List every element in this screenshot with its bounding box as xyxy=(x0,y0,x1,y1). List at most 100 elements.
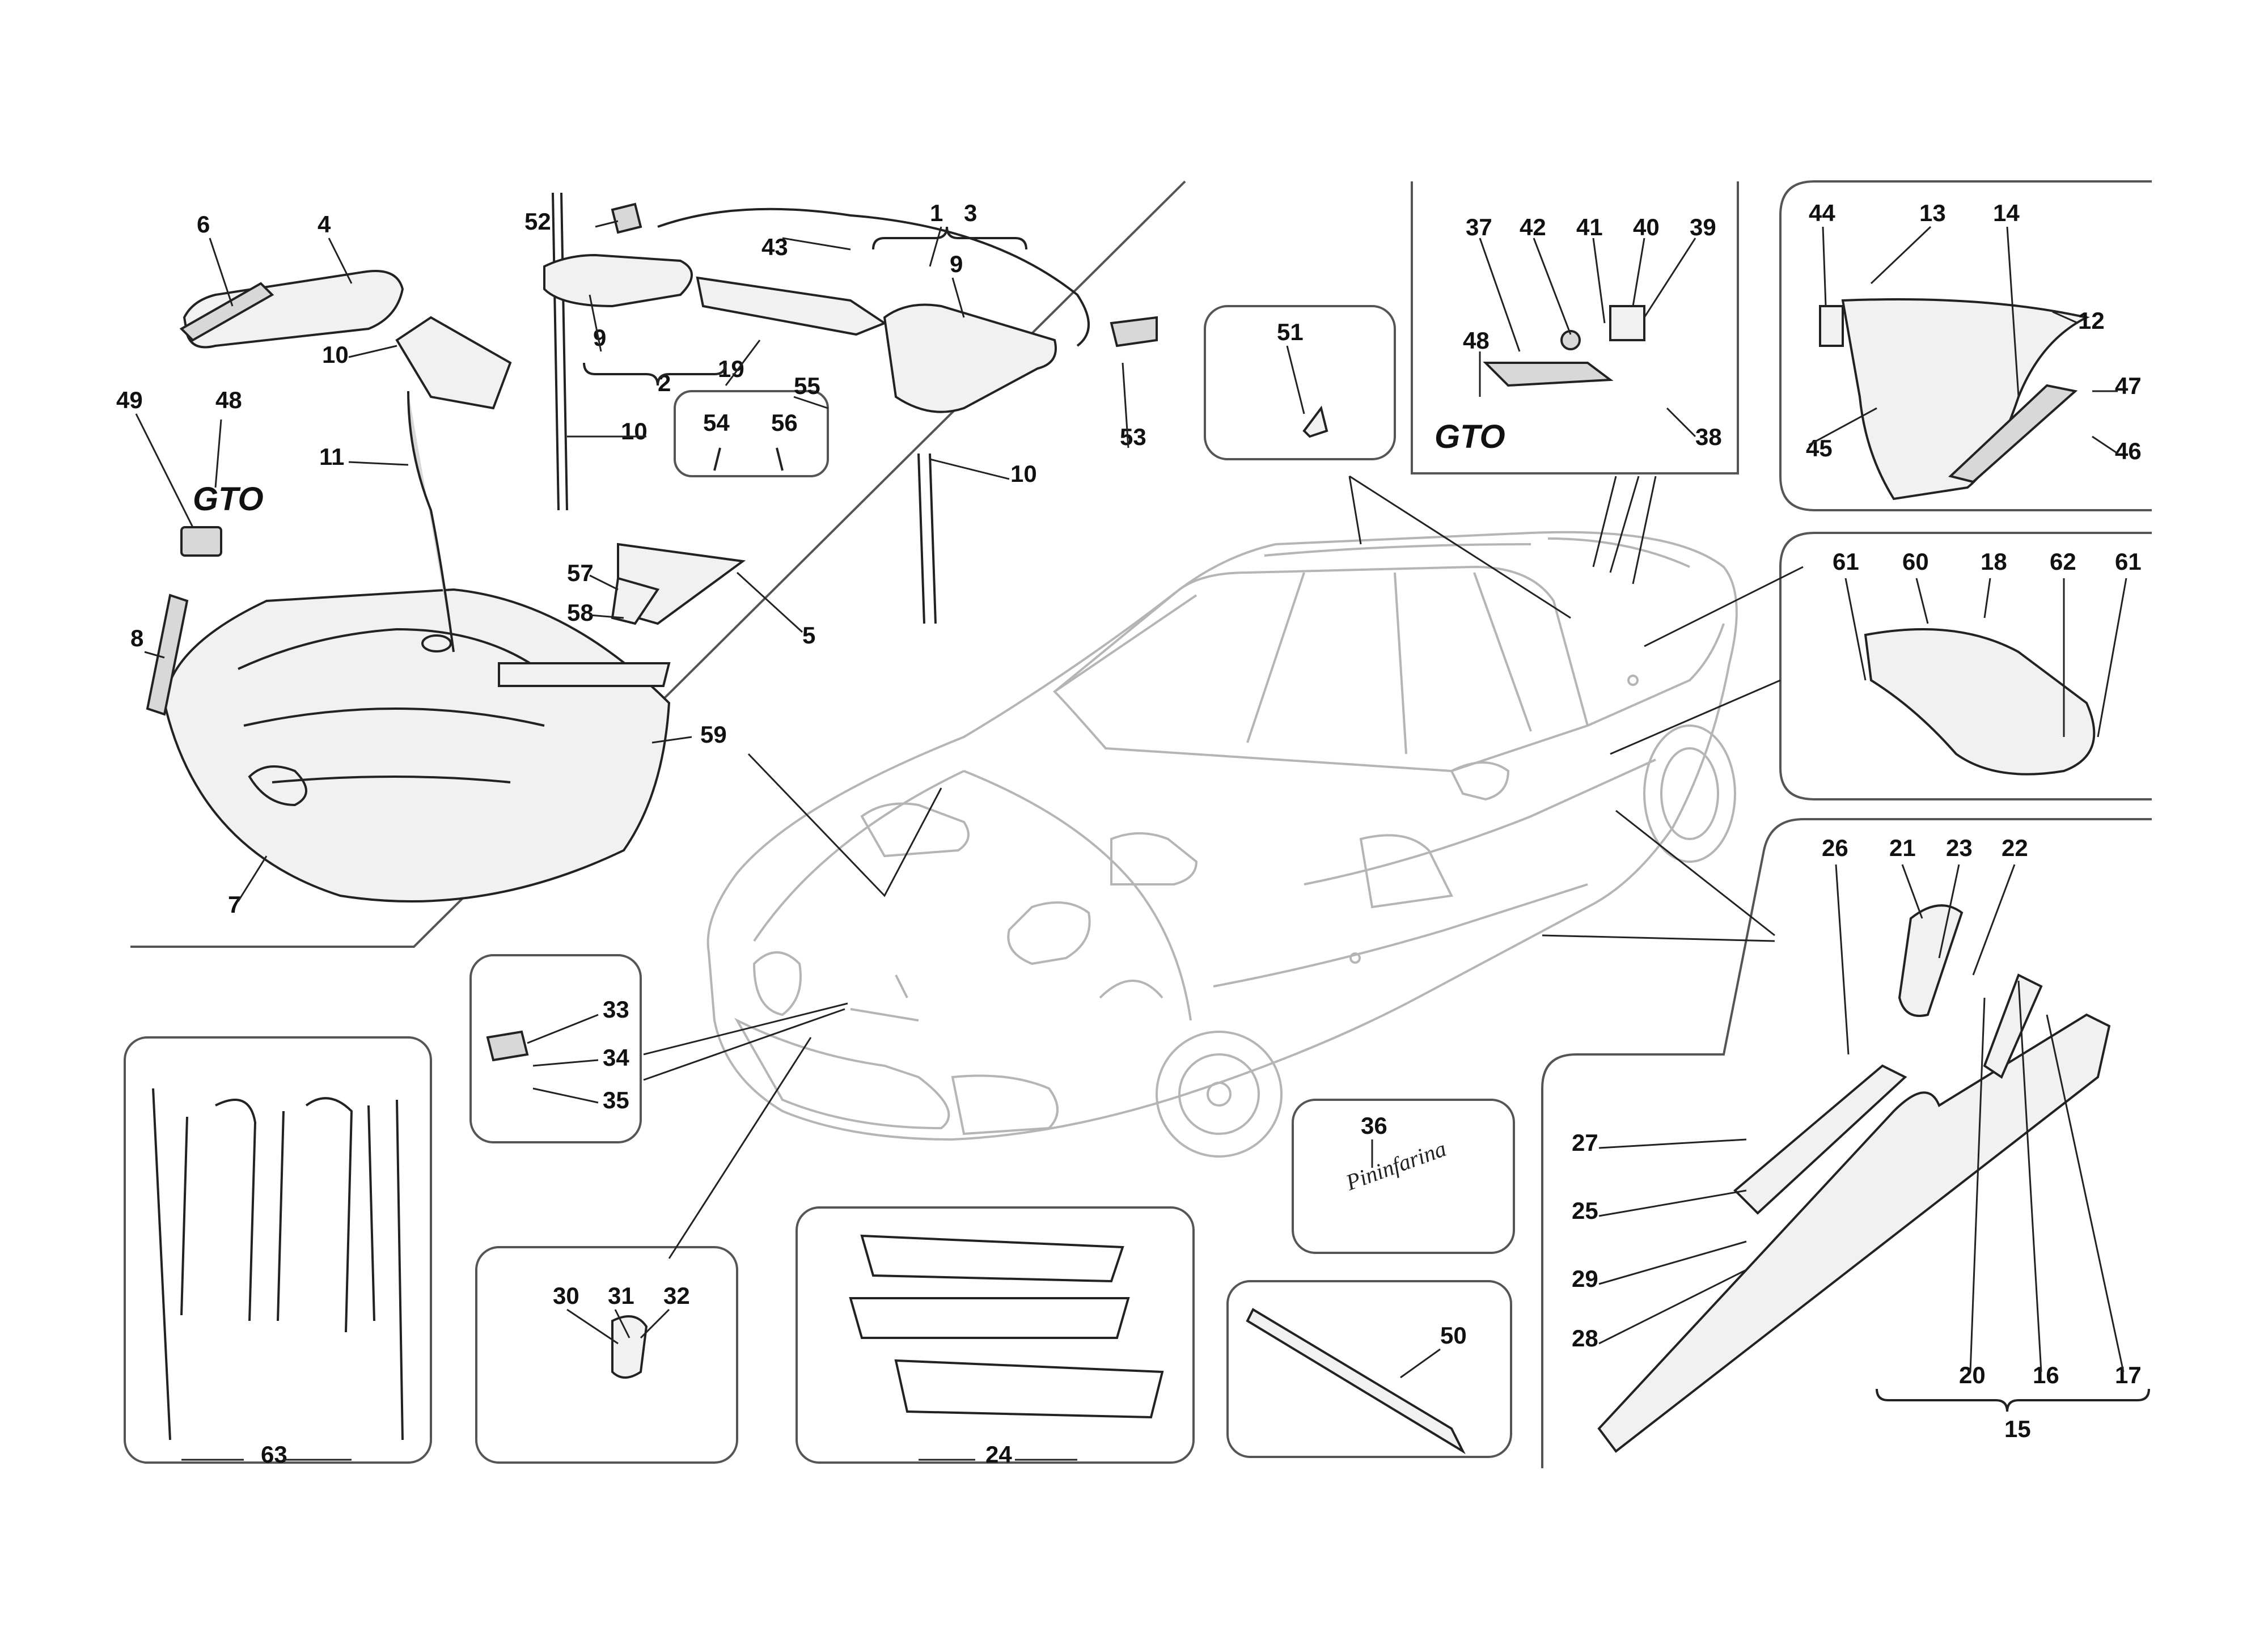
part-3 xyxy=(883,303,1057,413)
part-57-bracket xyxy=(611,577,660,625)
front-hood-parts: GTO xyxy=(146,192,746,902)
callout-6: 6 xyxy=(197,211,210,238)
callout-24: 24 xyxy=(985,1441,1012,1468)
callout-25: 25 xyxy=(1572,1197,1598,1224)
part-7 xyxy=(163,588,671,902)
part-42 xyxy=(1560,330,1581,350)
part-10-hose-c xyxy=(917,453,937,624)
part-51 xyxy=(1302,405,1328,438)
callout-10a: 10 xyxy=(322,341,349,368)
callout-37: 37 xyxy=(1466,214,1492,240)
callout-47: 47 xyxy=(2115,372,2142,399)
callout-33: 33 xyxy=(603,996,629,1023)
callout-22: 22 xyxy=(2002,834,2028,861)
inset-frame-30-32 xyxy=(475,1246,738,1464)
callout-54: 54 xyxy=(703,409,730,436)
callout-61b: 61 xyxy=(2115,548,2142,575)
callout-13: 13 xyxy=(1919,200,1946,226)
callout-16: 16 xyxy=(2033,1362,2059,1388)
inset-frame-51 xyxy=(1204,305,1396,460)
part-8 xyxy=(146,594,189,716)
part-12 xyxy=(1841,298,2090,501)
callout-52: 52 xyxy=(524,208,551,235)
callout-34: 34 xyxy=(603,1044,629,1071)
inset-frame-12-14 xyxy=(1779,180,2152,511)
callout-23: 23 xyxy=(1946,834,1973,861)
part-33 xyxy=(486,1030,529,1062)
callout-leaders xyxy=(135,220,2127,1379)
part-52 xyxy=(611,202,642,234)
callout-28: 28 xyxy=(1572,1325,1598,1351)
callout-41: 41 xyxy=(1576,214,1603,240)
callout-3: 3 xyxy=(964,200,977,226)
part-25 xyxy=(1733,1064,1907,1215)
right-inset-parts: GTO xyxy=(1302,298,2096,776)
bottom-inset-parts: Pininfarina xyxy=(152,904,2111,1455)
callout-11: 11 xyxy=(319,443,344,470)
callout-40: 40 xyxy=(1633,214,1660,240)
part-21 xyxy=(1898,904,1964,1017)
callout-9b: 9 xyxy=(950,251,963,277)
callout-48a: 48 xyxy=(215,387,242,413)
part-15-side-skirt xyxy=(1597,1013,2111,1453)
callout-46: 46 xyxy=(2115,438,2142,464)
callout-31: 31 xyxy=(608,1282,634,1309)
inset-frame-24 xyxy=(796,1206,1195,1464)
part-43 xyxy=(657,207,1090,347)
callout-55: 55 xyxy=(794,372,820,399)
part-50 xyxy=(1246,1308,1466,1455)
group-brackets xyxy=(181,226,2150,1461)
part-60 xyxy=(1864,628,2096,776)
callout-58: 58 xyxy=(567,599,594,626)
inset-frame-33-35 xyxy=(469,954,642,1143)
callout-7: 7 xyxy=(228,891,241,918)
part-16 xyxy=(1983,973,2043,1079)
part-10-duct xyxy=(395,316,512,410)
callout-35: 35 xyxy=(603,1087,629,1113)
front-hood-section-frame xyxy=(130,180,1186,948)
inset-frame-50 xyxy=(1226,1280,1512,1458)
callout-14: 14 xyxy=(1993,200,2020,226)
callout-63: 63 xyxy=(261,1441,287,1468)
inset-frame-37-42 xyxy=(1411,181,1739,474)
inset-frame-63 xyxy=(124,1036,432,1464)
callout-12: 12 xyxy=(2078,307,2105,334)
part-63-trim-set xyxy=(152,1088,404,1440)
callout-38: 38 xyxy=(1695,423,1722,450)
part-14 xyxy=(1948,384,2078,484)
part-30 xyxy=(611,1315,648,1379)
callout-20: 20 xyxy=(1959,1362,1986,1388)
callout-30: 30 xyxy=(553,1282,579,1309)
part-48-gto-badge: GTO xyxy=(193,481,264,518)
callout-62: 62 xyxy=(2050,548,2076,575)
callout-36: 36 xyxy=(1361,1112,1387,1139)
part-9-left xyxy=(543,253,693,308)
callout-10b: 10 xyxy=(621,418,648,444)
part-44 xyxy=(1819,305,1844,347)
section-frames xyxy=(124,180,2152,1468)
part-10-hose-b xyxy=(407,391,455,652)
side-skirt-section-frame xyxy=(1541,818,2152,1468)
part-39 xyxy=(1609,305,1645,341)
callout-29: 29 xyxy=(1572,1265,1598,1292)
callout-10c: 10 xyxy=(1010,460,1037,487)
callout-50: 50 xyxy=(1440,1322,1467,1349)
callout-1: 1 xyxy=(930,200,943,226)
part-1 xyxy=(696,276,887,336)
inset-frame-54-56 xyxy=(674,390,829,477)
callout-26: 26 xyxy=(1822,834,1848,861)
callout-17: 17 xyxy=(2115,1362,2142,1388)
callout-42: 42 xyxy=(1520,214,1546,240)
callout-56: 56 xyxy=(771,409,798,436)
part-hood-seal xyxy=(498,662,671,687)
callout-18: 18 xyxy=(1981,548,2007,575)
top-middle-parts xyxy=(543,202,1158,624)
part-6 xyxy=(179,282,274,342)
callout-39: 39 xyxy=(1690,214,1716,240)
callout-32: 32 xyxy=(663,1282,690,1309)
callout-61a: 61 xyxy=(1833,548,1859,575)
part-4 xyxy=(183,270,404,349)
callout-51: 51 xyxy=(1277,319,1304,345)
inset-frame-60-62 xyxy=(1779,532,2152,800)
